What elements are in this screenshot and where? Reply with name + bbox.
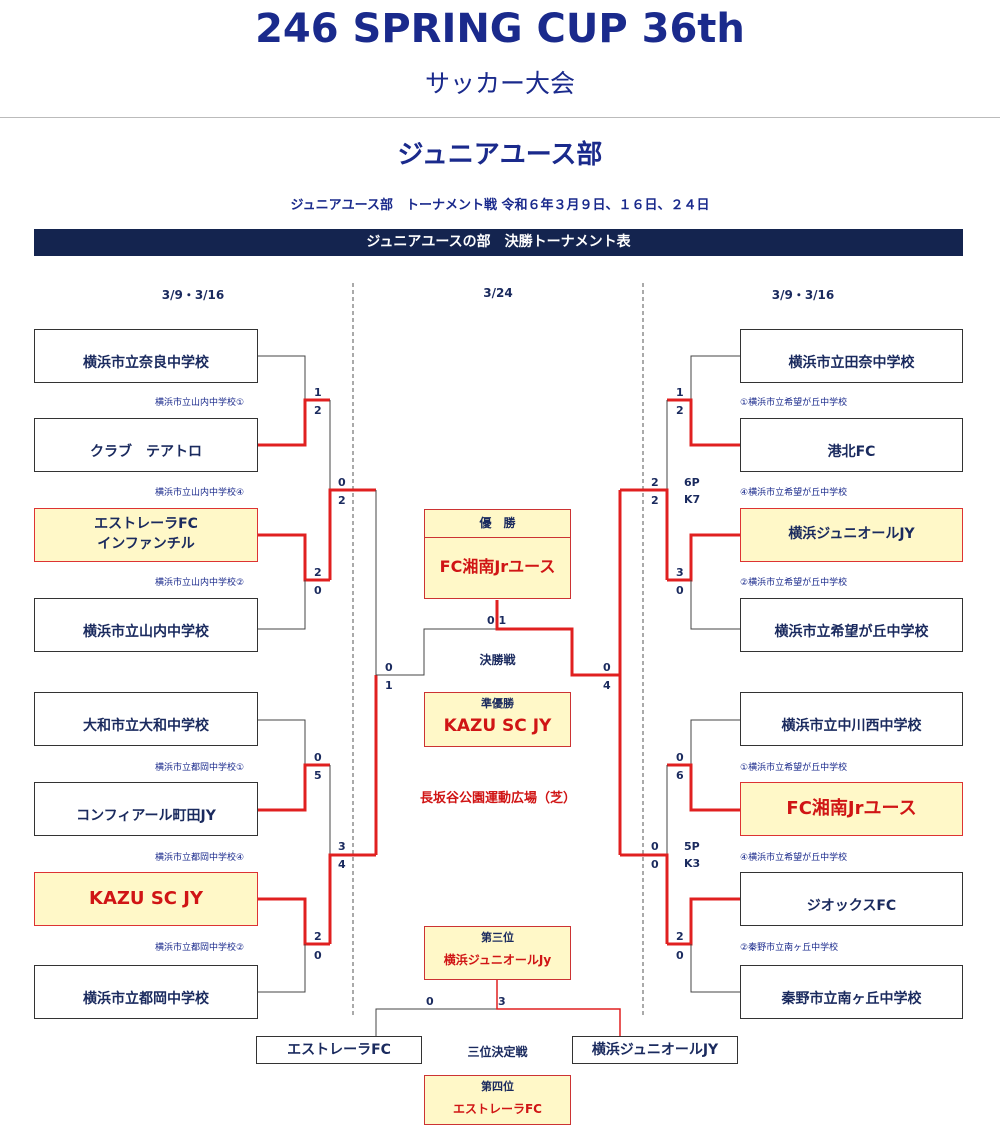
- left-seed-4: 横浜市立都岡中学校①: [155, 763, 245, 773]
- champion-label: 優 勝: [425, 510, 570, 538]
- runnerup-box: 準優勝 KAZU SC JY: [424, 692, 571, 747]
- score-l-r1b-bottom: 0: [314, 584, 322, 597]
- left-team-3-line2: インファンチル: [97, 536, 195, 552]
- score-r-r1b-top: 3: [676, 566, 684, 579]
- left-team-3-line1: エストレーラFC: [94, 516, 198, 533]
- right-seed-1: ①横浜市立希望が丘中学校: [740, 398, 848, 408]
- score-r-r2b-top: 0: [651, 840, 659, 853]
- score-l-r2b-top: 3: [338, 840, 346, 853]
- left-team-3: エストレーラFC インファンチル: [34, 508, 258, 562]
- score-r-r1d-top: 2: [676, 930, 684, 943]
- fourth-name: エストレーラFC: [452, 1102, 542, 1116]
- runnerup-name: KAZU SC JY: [443, 716, 552, 736]
- left-seed-2: 横浜市立山内中学校④: [155, 488, 245, 498]
- date-right: 3/9・3/16: [771, 288, 835, 302]
- score-r-r2a-bottom: 2: [651, 494, 659, 507]
- score-l-sf-bottom: 1: [385, 679, 393, 692]
- third-label: 第三位: [481, 931, 514, 944]
- score-l-r1b-top: 2: [314, 566, 322, 579]
- third-match-left-team: エストレーラFC: [256, 1036, 422, 1064]
- score-l-r1a-top: 1: [314, 386, 322, 399]
- score-r-r1c-bottom: 6: [676, 769, 684, 782]
- third-match-label: 三位決定戦: [467, 1045, 528, 1059]
- pk-note-a: 6P K7: [684, 474, 700, 508]
- score-r-r1a-bottom: 2: [676, 404, 684, 417]
- score-r-r1a-top: 1: [676, 386, 684, 399]
- pk-note-a-line2: K7: [684, 493, 701, 506]
- score-r-r2a-top: 2: [651, 476, 659, 489]
- right-seed-2: ④横浜市立希望が丘中学校: [740, 488, 848, 498]
- score-l-r1a-bottom: 2: [314, 404, 322, 417]
- score-third-right: 3: [498, 995, 506, 1008]
- right-team-1: 横浜市立田奈中学校: [740, 329, 963, 383]
- score-r-sf-bottom: 4: [603, 679, 611, 692]
- runnerup-label: 準優勝: [481, 697, 514, 710]
- score-r-r1d-bottom: 0: [676, 949, 684, 962]
- score-l-r2b-bottom: 4: [338, 858, 346, 871]
- fourth-box: 第四位 エストレーラFC: [424, 1075, 571, 1125]
- right-team-8: 秦野市立南ヶ丘中学校: [740, 965, 963, 1019]
- page-title: 246 SPRING CUP 36th: [255, 6, 745, 52]
- left-seed-6: 横浜市立都岡中学校②: [155, 943, 245, 953]
- right-team-5: 横浜市立中川西中学校: [740, 692, 963, 746]
- third-box: 第三位 横浜ジュニオールJy: [424, 926, 571, 980]
- score-third-left: 0: [426, 995, 434, 1008]
- right-seed-3: ②横浜市立希望が丘中学校: [740, 578, 848, 588]
- right-team-2: 港北FC: [740, 418, 963, 472]
- score-r-r2b-bottom: 0: [651, 858, 659, 871]
- tournament-info: ジュニアユース部 トーナメント戦 令和６年３月９日、１６日、２４日: [290, 198, 710, 213]
- left-seed-1: 横浜市立山内中学校①: [155, 398, 245, 408]
- pk-note-b-line2: K3: [684, 857, 701, 870]
- section-title: ジュニアユース部: [397, 140, 603, 170]
- third-match-right-team: 横浜ジュニオールJY: [572, 1036, 738, 1064]
- header-divider: [0, 117, 1000, 118]
- date-center: 3/24: [483, 286, 513, 300]
- final-score: 0 1: [487, 614, 507, 627]
- score-l-r1c-top: 0: [314, 751, 322, 764]
- score-l-sf-top: 0: [385, 661, 393, 674]
- left-seed-5: 横浜市立都岡中学校④: [155, 853, 245, 863]
- right-team-7: ジオックスFC: [740, 872, 963, 926]
- right-team-3: 横浜ジュニオールJY: [740, 508, 963, 562]
- right-team-6: FC湘南Jrユース: [740, 782, 963, 836]
- left-team-8: 横浜市立都岡中学校: [34, 965, 258, 1019]
- score-r-r1b-bottom: 0: [676, 584, 684, 597]
- score-l-r2a-top: 0: [338, 476, 346, 489]
- left-team-2: クラブ テアトロ: [34, 418, 258, 472]
- fourth-label: 第四位: [481, 1080, 514, 1093]
- date-left: 3/9・3/16: [161, 288, 225, 302]
- pk-note-b: 5P K3: [684, 838, 700, 872]
- left-team-5: 大和市立大和中学校: [34, 692, 258, 746]
- score-r-r1c-top: 0: [676, 751, 684, 764]
- champion-name: FC湘南Jrユース: [439, 557, 556, 576]
- score-l-r2a-bottom: 2: [338, 494, 346, 507]
- score-l-r1d-bottom: 0: [314, 949, 322, 962]
- score-r-sf-top: 0: [603, 661, 611, 674]
- bracket-banner: ジュニアユースの部 決勝トーナメント表: [34, 229, 963, 256]
- score-l-r1d-top: 2: [314, 930, 322, 943]
- left-team-4: 横浜市立山内中学校: [34, 598, 258, 652]
- final-label: 決勝戦: [479, 653, 516, 667]
- pk-note-a-line1: 6P: [684, 476, 700, 489]
- right-seed-4: ①横浜市立希望が丘中学校: [740, 763, 848, 773]
- champion-box: 優 勝 FC湘南Jrユース: [424, 509, 571, 599]
- venue: 長坂谷公園運動広場（芝）: [419, 791, 576, 806]
- page-subtitle: サッカー大会: [424, 69, 575, 98]
- score-l-r1c-bottom: 5: [314, 769, 322, 782]
- left-seed-3: 横浜市立山内中学校②: [155, 578, 245, 588]
- left-team-1: 横浜市立奈良中学校: [34, 329, 258, 383]
- right-seed-6: ②秦野市立南ヶ丘中学校: [740, 943, 839, 953]
- third-name: 横浜ジュニオールJy: [443, 953, 552, 967]
- left-team-7: KAZU SC JY: [34, 872, 258, 926]
- right-seed-5: ④横浜市立希望が丘中学校: [740, 853, 848, 863]
- right-team-4: 横浜市立希望が丘中学校: [740, 598, 963, 652]
- pk-note-b-line1: 5P: [684, 840, 700, 853]
- left-team-6: コンフィアール町田JY: [34, 782, 258, 836]
